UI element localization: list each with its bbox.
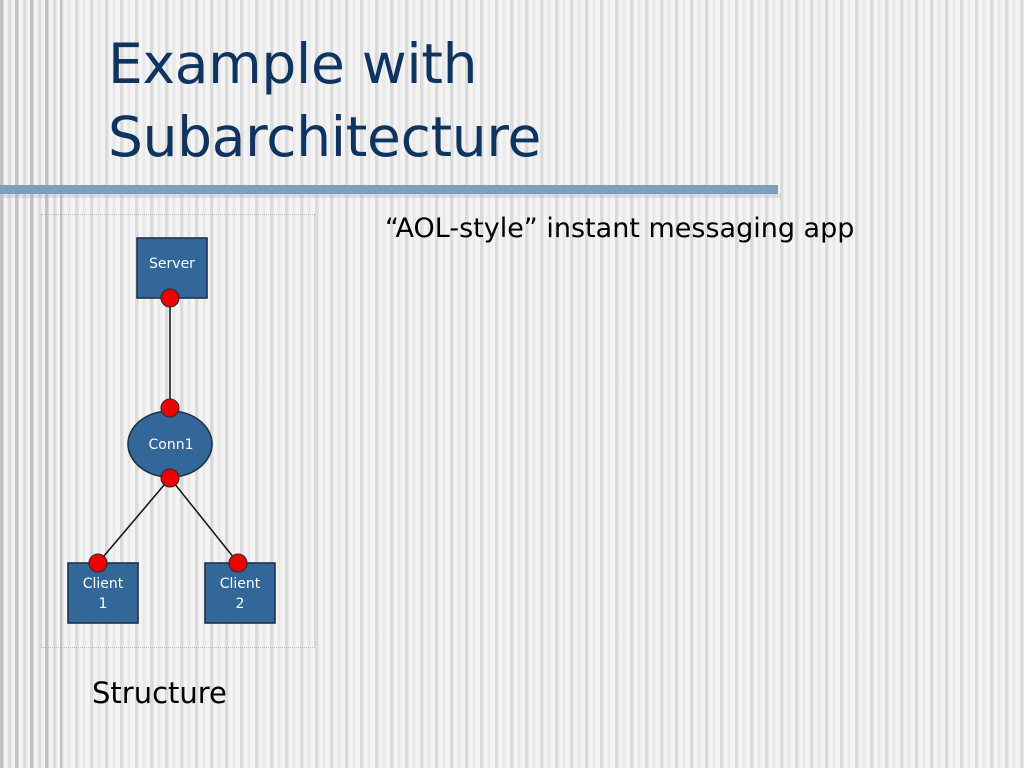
node-conn1[interactable]: Conn1 xyxy=(127,410,213,478)
node-client2-label-line1: Client xyxy=(220,576,261,592)
node-server-label: Server xyxy=(149,256,195,272)
structure-caption: Structure xyxy=(92,676,227,710)
node-server[interactable]: Server xyxy=(136,237,208,299)
port-server[interactable] xyxy=(160,288,180,308)
port-conn1-bottom[interactable] xyxy=(160,468,180,488)
title-divider-rule xyxy=(0,185,778,194)
node-client2-shape xyxy=(204,562,276,624)
node-client2[interactable]: Client 2 xyxy=(204,562,276,624)
bullet-text-aol-style: “AOL-style” instant messaging app xyxy=(385,213,855,244)
node-client1-shape xyxy=(67,562,139,624)
structure-container-border xyxy=(41,214,315,648)
node-server-shape xyxy=(136,237,208,299)
node-client1-label-line2: 1 xyxy=(99,596,108,612)
edge-conn1-to-client2 xyxy=(169,477,239,564)
page-title: Example with Subarchitecture xyxy=(108,32,541,169)
node-conn1-label: Conn1 xyxy=(149,437,194,453)
port-client2[interactable] xyxy=(228,553,248,573)
port-conn1-top[interactable] xyxy=(160,398,180,418)
title-divider-shadow xyxy=(3,194,781,198)
edge-conn1-to-client1 xyxy=(97,477,171,564)
structure-diagram: Server Conn1 Client 1 Client 2 xyxy=(67,237,276,624)
node-client1[interactable]: Client 1 xyxy=(67,562,139,624)
node-client1-label-line1: Client xyxy=(83,576,124,592)
node-client2-label-line2: 2 xyxy=(236,596,245,612)
port-client1[interactable] xyxy=(88,553,108,573)
